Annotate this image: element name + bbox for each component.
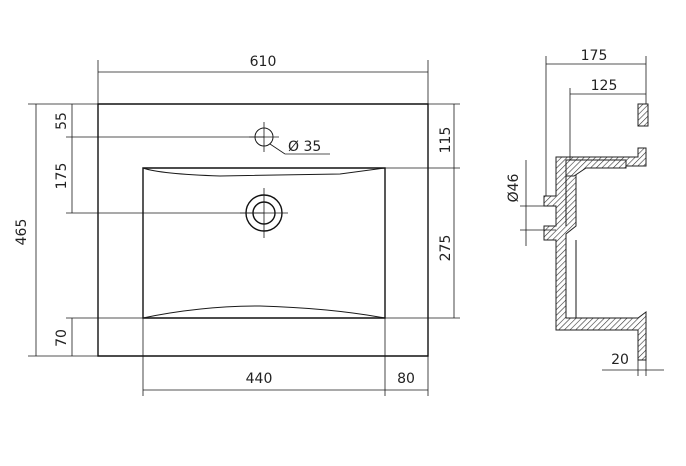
countertop-outline xyxy=(98,104,428,356)
label-70: 70 xyxy=(54,329,70,347)
label-80: 80 xyxy=(397,371,415,387)
label-175: 175 xyxy=(54,163,70,190)
side-section-view: 175 125 Ø46 20 xyxy=(506,48,664,376)
label-drain-diameter: Ø46 xyxy=(506,173,522,202)
dimension-175 xyxy=(546,56,646,196)
label-275: 275 xyxy=(438,235,454,262)
label-height-465: 465 xyxy=(14,219,30,246)
section-lines xyxy=(566,176,632,318)
dimension-drain xyxy=(520,160,556,246)
label-width-610: 610 xyxy=(250,54,277,70)
dimension-left-chain xyxy=(66,104,264,356)
dimension-right-chain xyxy=(385,104,460,318)
label-20: 20 xyxy=(611,352,629,368)
dimension-bottom-chain xyxy=(143,318,428,396)
basin-bottom-curve xyxy=(143,306,385,318)
dimension-125 xyxy=(570,88,646,160)
label-175-side: 175 xyxy=(581,48,608,64)
label-55: 55 xyxy=(54,112,70,130)
label-125: 125 xyxy=(591,78,618,94)
dimension-20 xyxy=(602,360,664,376)
label-115: 115 xyxy=(438,127,454,154)
label-tap-diameter: Ø 35 xyxy=(288,139,321,155)
label-440: 440 xyxy=(246,371,273,387)
dimension-465 xyxy=(28,104,98,356)
upper-ledge xyxy=(566,160,626,176)
basin-top-curve xyxy=(143,168,385,176)
top-rim-block xyxy=(638,104,648,126)
dimension-610 xyxy=(98,60,428,104)
front-view: 610 465 55 175 70 115 275 440 80 Ø 35 xyxy=(14,54,460,396)
section-profile xyxy=(544,148,646,360)
